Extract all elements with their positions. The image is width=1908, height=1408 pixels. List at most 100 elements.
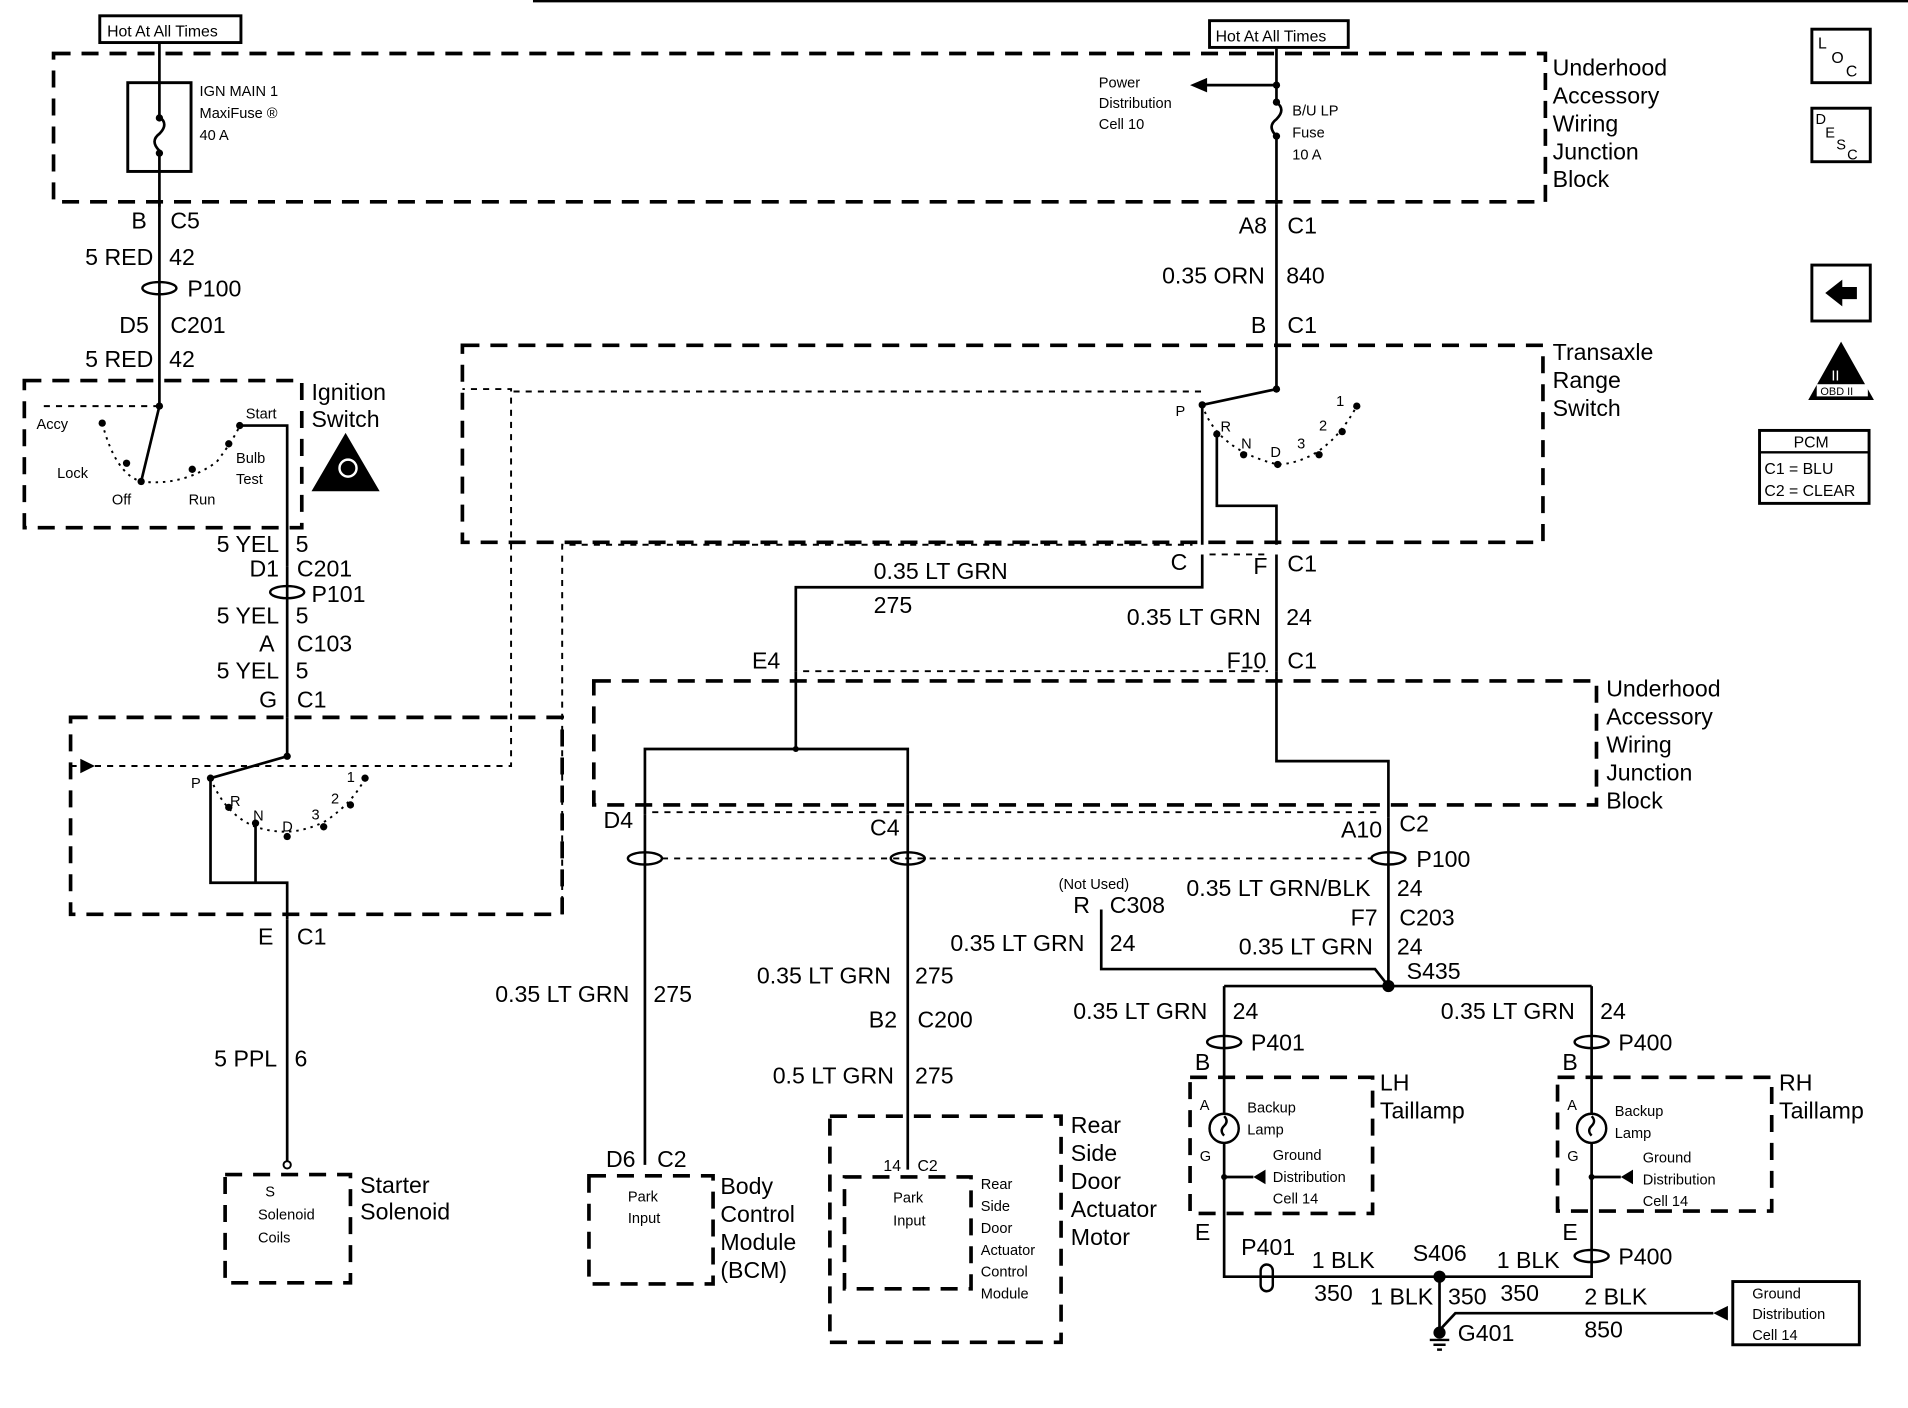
hot-at-all-times-label-box — [1208, 19, 1350, 49]
position-label: Off — [112, 493, 132, 509]
obd-label: OBD II — [1820, 386, 1853, 398]
component-detail: Coils — [258, 1231, 290, 1247]
pin-label: A10 — [1341, 817, 1382, 843]
grommet-label: P400 — [1618, 1030, 1672, 1056]
desc-icon[interactable] — [1810, 106, 1872, 164]
obd-label-bg — [1816, 384, 1868, 397]
connector-label: C308 — [1110, 892, 1165, 918]
component-name: Range — [1553, 367, 1621, 393]
component-name: Rear — [1071, 1112, 1121, 1138]
component-detail: Solenoid — [258, 1208, 315, 1224]
ign-fuse-element — [153, 43, 166, 207]
gear-label: R — [230, 794, 241, 810]
ground-circuit: P401 P400 1 BLK 350 S406 1 BLK 350 1 BLK… — [1222, 1234, 1861, 1351]
pin-label: E4 — [752, 648, 780, 674]
circuit-number: 5 — [296, 657, 309, 683]
left-power-feed: Hot At All Times IGN MAIN 1 MaxiFuse ® 4… — [51, 14, 1548, 207]
loc-button[interactable]: L O C — [1810, 27, 1872, 85]
loc-icon[interactable] — [1810, 27, 1872, 85]
switch-arm — [1201, 345, 1278, 407]
pin-label: C4 — [870, 814, 900, 840]
wire-gauge-color: 0.35 LT GRN — [874, 558, 1008, 584]
desc-button[interactable]: D E S C — [1810, 106, 1872, 164]
left-wire-chain: B C5 5 RED 42 P100 D5 C201 5 RED 42 — [85, 201, 241, 407]
reference-label: Ground — [1752, 1287, 1801, 1303]
loc-letter: C — [1846, 64, 1857, 81]
grommet-label: P401 — [1251, 1030, 1305, 1056]
arrow-left-icon — [1253, 1169, 1266, 1185]
component-detail: Lamp — [1247, 1122, 1283, 1138]
wire-gauge-color: 0.5 LT GRN — [773, 1062, 894, 1088]
connector-label: C200 — [917, 1006, 972, 1032]
rsdam-branch: 0.35 LT GRN 275 B2 C200 0.5 LT GRN 275 1… — [757, 814, 1157, 1345]
component-name: Wiring — [1553, 110, 1619, 136]
grommet-label: P400 — [1618, 1244, 1672, 1270]
wire-850 — [1438, 1311, 1714, 1332]
bu-lp-fuse-element — [1270, 48, 1283, 205]
ign-fuse-label-3: 40 A — [200, 128, 229, 144]
switch-arc — [209, 777, 366, 833]
wire-gauge-color: 1 BLK — [1370, 1284, 1434, 1310]
obd-roman: II — [1831, 369, 1839, 385]
component-name: Junction — [1553, 138, 1639, 164]
circuit-number: 350 — [1314, 1280, 1353, 1306]
component-name: Taillamp — [1779, 1098, 1864, 1124]
wire-gauge-color: 0.35 LT GRN — [757, 963, 891, 989]
pin-label: G — [259, 687, 277, 713]
reference-label: Cell 14 — [1752, 1328, 1797, 1344]
component-name: Junction — [1606, 760, 1692, 786]
reference-label: Power — [1099, 76, 1140, 92]
reference-label: Distribution — [1643, 1172, 1716, 1188]
fuse-terminal — [155, 114, 164, 122]
uawjb-mid-block: Underhood Accessory Wiring Junction Bloc… — [591, 671, 1721, 872]
bcm-feed — [643, 671, 798, 815]
wire-gauge-color: 0.35 LT GRN — [1239, 933, 1373, 959]
switch-arm — [139, 405, 161, 482]
bulb-icon — [1208, 1112, 1240, 1145]
lh-taillamp-box — [1188, 1075, 1375, 1216]
fuse-terminal — [1272, 132, 1281, 140]
switch-arm — [210, 717, 289, 780]
position-dot — [283, 832, 291, 841]
component-name: Body — [720, 1173, 773, 1199]
connector-label: C1 — [1287, 212, 1317, 238]
circuit-number: 275 — [653, 981, 692, 1007]
switch-arc — [1201, 404, 1358, 466]
esd-warning-icon — [311, 432, 380, 492]
back-button[interactable] — [1810, 263, 1872, 323]
splice-dot — [792, 745, 799, 753]
reference-label: Distribution — [1273, 1170, 1346, 1186]
component-name: Wiring — [1606, 732, 1672, 758]
component-name: Side — [1071, 1140, 1117, 1166]
arrow-left-icon — [1190, 77, 1208, 93]
pin-label: C — [1171, 549, 1188, 575]
grommet-label: P100 — [187, 276, 241, 302]
pin-label: A — [259, 631, 275, 657]
connector-label: C5 — [170, 208, 200, 234]
component-detail: Door — [981, 1221, 1013, 1237]
position-label: Accy — [37, 417, 69, 433]
pin-label: F — [1253, 553, 1267, 579]
desc-letter: C — [1847, 147, 1858, 163]
park-wire — [209, 778, 289, 920]
pcm-connector-key: PCM C1 = BLU C2 = CLEAR — [1758, 428, 1871, 505]
position-dot — [1338, 427, 1346, 436]
esd-hand-glyph — [338, 458, 358, 478]
pin-label: B — [1195, 1049, 1210, 1075]
start-wire — [239, 424, 289, 567]
fuse-terminal — [1272, 98, 1281, 106]
arrow-left-glyph — [1825, 279, 1857, 307]
pin-label: B — [1251, 312, 1266, 338]
rh-taillamp-box — [1555, 1075, 1774, 1213]
hot-at-all-times-label-box — [98, 14, 243, 45]
position-dot — [122, 459, 131, 467]
circuit-number: 350 — [1448, 1284, 1487, 1310]
gear-label: N — [1241, 437, 1252, 453]
connector-label: C1 — [1287, 648, 1317, 674]
gear-label: 3 — [312, 808, 320, 824]
grommet-label: P101 — [312, 581, 366, 607]
ground-point — [1433, 1326, 1446, 1339]
wire-275 — [794, 554, 1204, 672]
gear-label: P — [1175, 404, 1185, 420]
